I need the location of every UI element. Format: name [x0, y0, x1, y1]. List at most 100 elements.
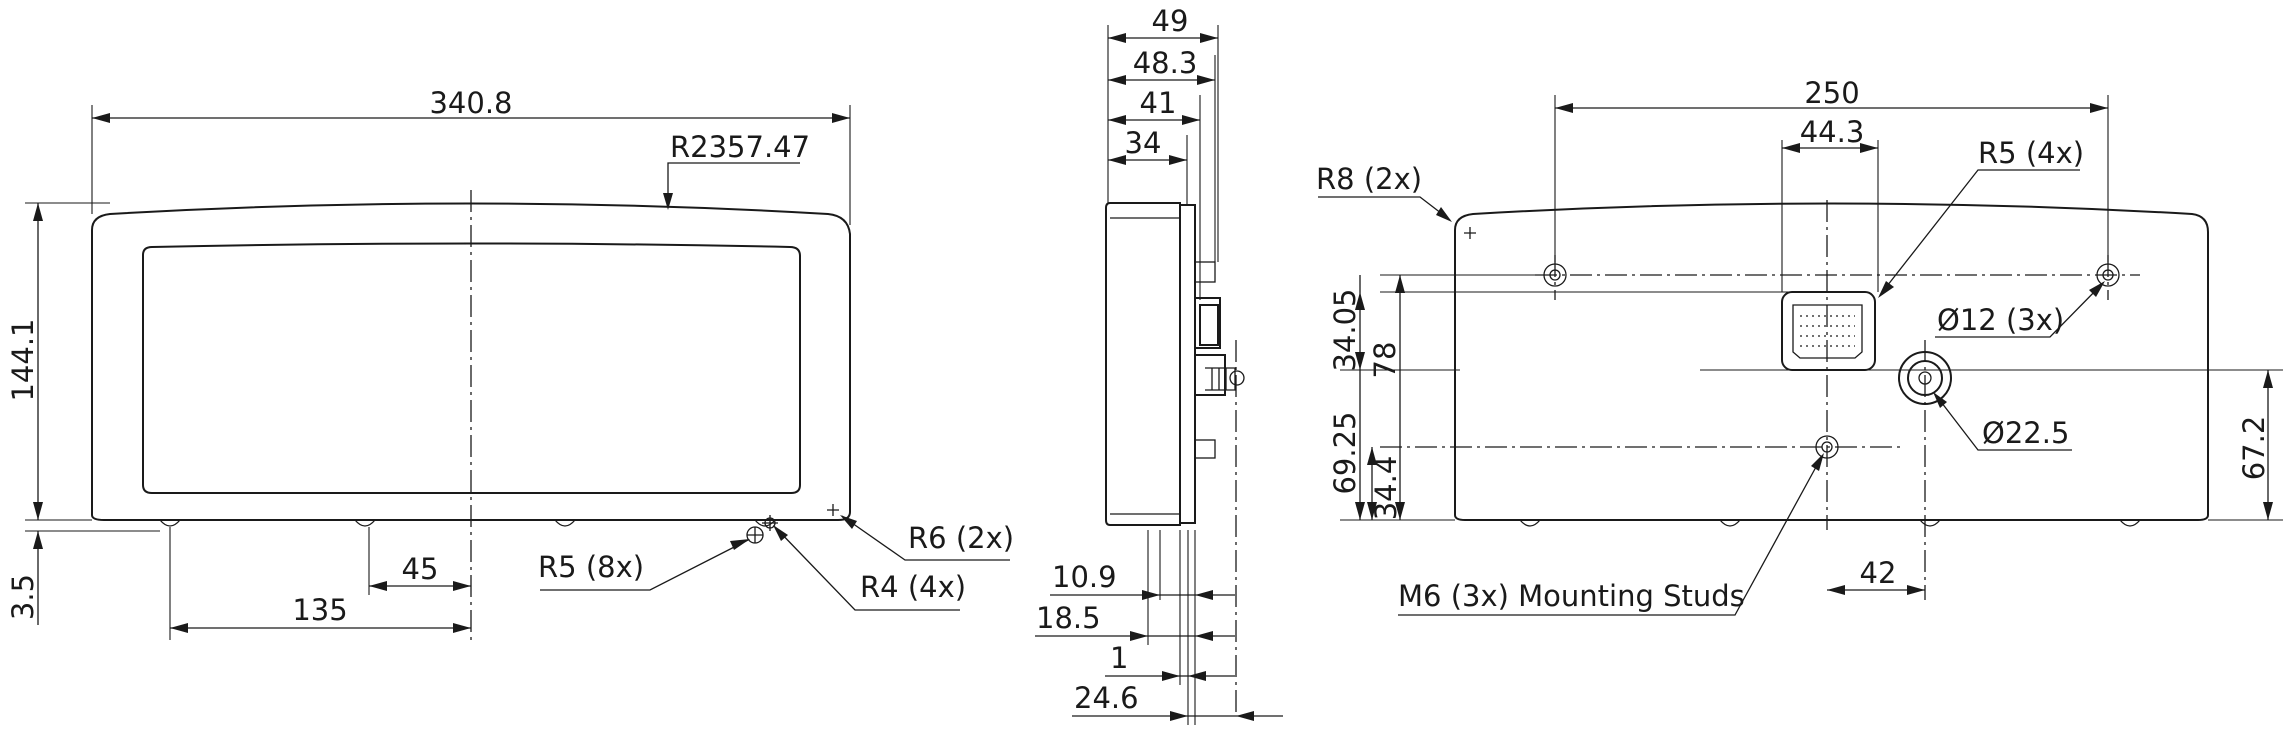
dim-1-arrow-r: [1188, 671, 1206, 681]
dim-1-label: 1: [1110, 641, 1128, 675]
dim-48-3-arrow-l: [1108, 75, 1126, 85]
dim-3-5-label: 3.5: [6, 574, 40, 620]
leader-r6: [841, 515, 1010, 561]
dim-34-05-arrow-b: [1355, 352, 1365, 370]
display-window: [142, 242, 801, 494]
dim-340-8-arrow-left: [92, 113, 110, 123]
side-back-plate: [1179, 204, 1196, 524]
leader-d12-arrow: [2089, 281, 2105, 297]
dim-24-6-arrow-r: [1236, 711, 1254, 721]
dim-135-label: 135: [292, 593, 347, 627]
dim-34-4-arrow-t: [1367, 447, 1377, 465]
rear-connector-inner: [1792, 304, 1863, 359]
leader-d12: [1935, 282, 2104, 338]
r5-label: R5 (8x): [538, 550, 644, 584]
dim-49-label: 49: [1152, 4, 1189, 38]
side-body: [1105, 202, 1181, 526]
leader-studs-arrow: [1811, 453, 1824, 471]
foot-notches: [159, 519, 776, 527]
side-connector-thread: [1205, 367, 1236, 391]
dim-24-6-arrow-l: [1170, 711, 1188, 721]
leader-r4: [774, 526, 960, 611]
leader-r6-arrow: [840, 515, 857, 529]
leader-r5: [540, 539, 749, 591]
front-outline: [91, 202, 851, 521]
dim-67-2-label: 67.2: [2237, 416, 2271, 481]
dim-10-9-arrow-l: [1142, 590, 1160, 600]
dim-69-25-label: 69.25: [1328, 411, 1362, 494]
corner-cross-r5: [747, 527, 763, 543]
dim-41-label: 41: [1140, 86, 1177, 120]
d12-label: Ø12 (3x): [1937, 303, 2064, 337]
dim-78-label: 78: [1368, 342, 1402, 379]
side-stud-bottom: [1194, 439, 1216, 459]
d22-label: Ø22.5: [1982, 416, 2069, 450]
dim-34-05-label: 34.05: [1328, 288, 1362, 371]
dim-34-4-arrow-b: [1367, 502, 1377, 520]
dim-48-3-arrow-r: [1197, 75, 1215, 85]
leader-r5-rear-arrow: [1878, 281, 1894, 298]
dim-42-arrow-l: [1827, 585, 1845, 595]
rear-view: 250 44.3 R8 (2x) R5 (4x) Ø12 (3x) Ø22.5 …: [1316, 76, 2283, 616]
dim-144-arrow-bottom: [33, 502, 43, 520]
dim-44-3-arrow-r: [1860, 143, 1878, 153]
dim-67-2-arrow-b: [2263, 502, 2273, 520]
side-view: 49 48.3 41 34 10.9 18.5 1 24.: [1035, 4, 1283, 725]
leader-d22-arrow: [1933, 392, 1947, 408]
leader-r5-arrow: [730, 539, 750, 550]
corner-cross-r4: [762, 515, 778, 531]
leader-studs: [1398, 455, 1823, 616]
side-connector-base: [1194, 297, 1221, 349]
top-radius-label: R2357.47: [670, 130, 810, 164]
dim-41-arrow-r: [1182, 115, 1200, 125]
r6-label: R6 (2x): [908, 521, 1014, 555]
rear-corner-cross: [1464, 227, 1476, 239]
dim-340-8-label: 340.8: [429, 86, 512, 120]
dim-250-label: 250: [1804, 76, 1859, 110]
corner-cross-r6: [827, 504, 839, 516]
rear-foot-notches: [1519, 519, 2141, 527]
dim-45-arrow-left: [369, 581, 387, 591]
dim-45-arrow-right: [453, 581, 471, 591]
leader-r8: [1318, 196, 1451, 221]
r5-rear-label: R5 (4x): [1978, 136, 2084, 170]
leader-r8-arrow: [1436, 207, 1452, 222]
dim-250-arrow-r: [2090, 103, 2108, 113]
dim-42-arrow-r: [1907, 585, 1925, 595]
leader-r2357-arrow: [663, 193, 673, 210]
dim-34-arrow-r: [1169, 155, 1187, 165]
dim-3-5-arrow: [33, 531, 43, 549]
dim-34-arrow-l: [1108, 155, 1126, 165]
leader-d22: [1934, 393, 2072, 451]
studs-label: M6 (3x) Mounting Studs: [1398, 579, 1745, 613]
dim-144-label: 144.1: [6, 318, 40, 401]
dim-41-arrow-l: [1108, 115, 1126, 125]
dim-1-arrow-l: [1162, 671, 1180, 681]
side-stud-top: [1194, 261, 1216, 283]
dim-44-3-label: 44.3: [1800, 115, 1865, 149]
dim-67-2-arrow-t: [2263, 370, 2273, 388]
front-view: 340.8 R2357.47 144.1 3.5 45 135 R5: [6, 86, 1014, 640]
dim-78-arrow-b: [1395, 502, 1405, 520]
dim-49-arrow-l: [1108, 33, 1126, 43]
side-connector-plug: [1194, 354, 1226, 396]
side-connector-housing: [1199, 304, 1219, 346]
dim-135-arrow-left: [170, 623, 188, 633]
dim-78-arrow-t: [1395, 275, 1405, 293]
dim-250-arrow-l: [1555, 103, 1573, 113]
dim-49-arrow-r: [1200, 33, 1218, 43]
dim-45-label: 45: [402, 552, 439, 586]
dim-18-5-arrow-l: [1130, 631, 1148, 641]
dim-48-3-label: 48.3: [1133, 46, 1198, 80]
dim-135-arrow-right: [453, 623, 471, 633]
dim-69-25-arrow-b: [1355, 502, 1365, 520]
r8-label: R8 (2x): [1316, 162, 1422, 196]
leader-r5-rear: [1879, 169, 2080, 296]
r4-label: R4 (4x): [860, 570, 966, 604]
dim-10-9-label: 10.9: [1052, 560, 1117, 594]
dim-18-5-label: 18.5: [1036, 601, 1101, 635]
dim-18-5-arrow-r: [1195, 631, 1213, 641]
dim-10-9-arrow-r: [1195, 590, 1213, 600]
dim-144-arrow-top: [33, 203, 43, 221]
